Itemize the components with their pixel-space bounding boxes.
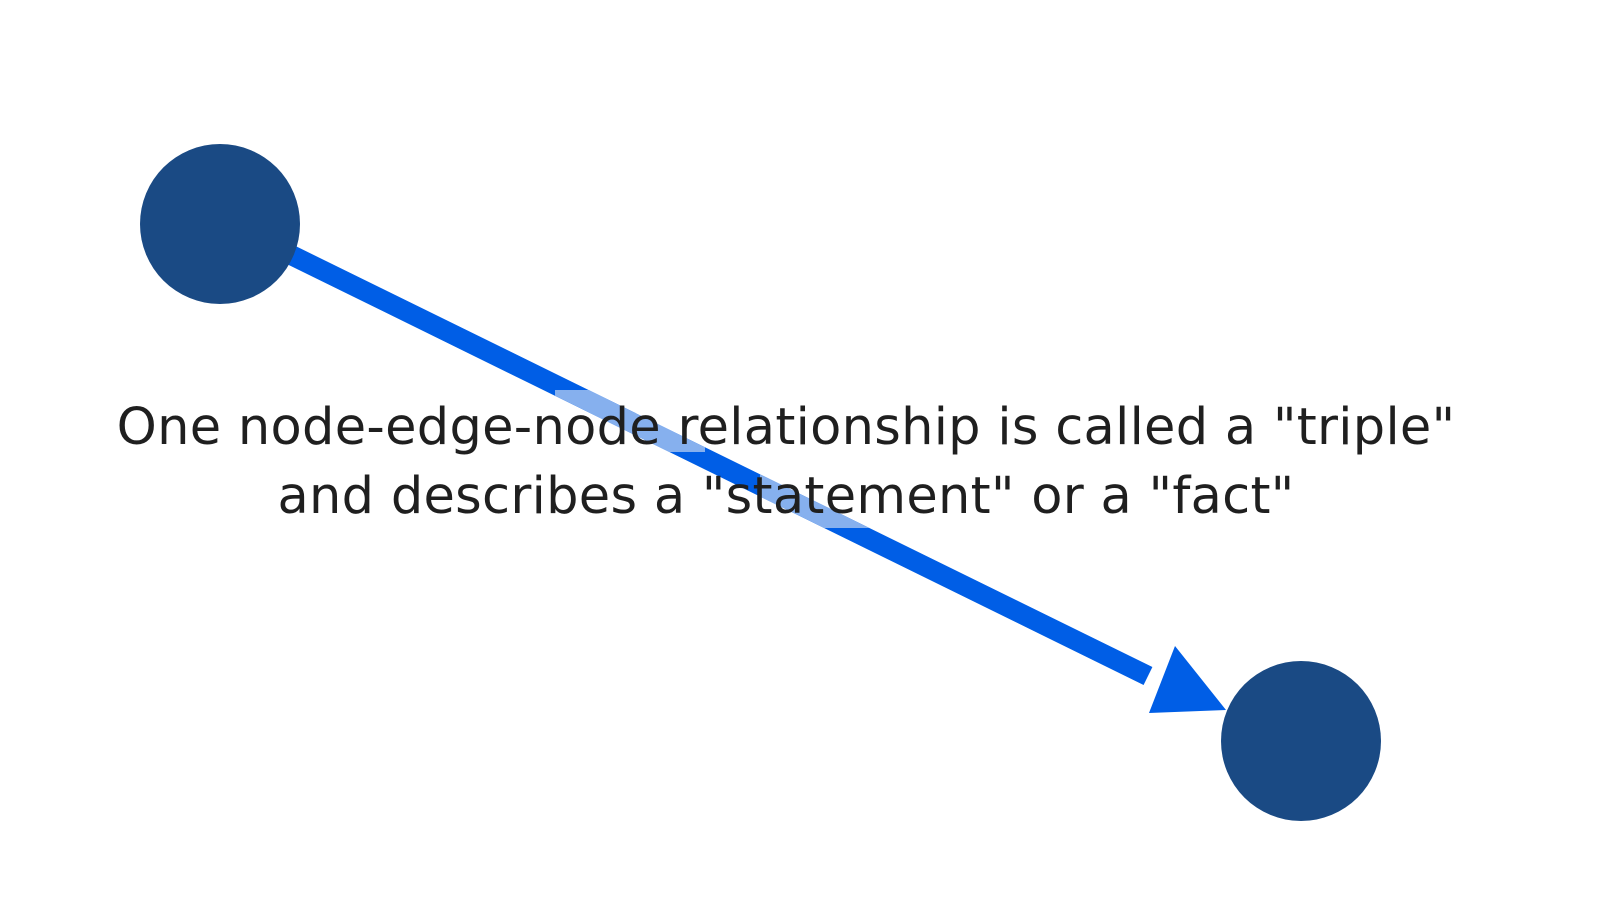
diagram-caption: One node-edge-node relationship is calle… xyxy=(0,393,1572,531)
subject-node xyxy=(140,144,300,304)
caption-line-1: One node-edge-node relationship is calle… xyxy=(116,398,1456,457)
caption-line-2: and describes a "statement" or a "fact" xyxy=(277,467,1295,526)
edge-arrowhead xyxy=(1149,646,1226,713)
edge-line xyxy=(280,243,1153,685)
object-node xyxy=(1221,661,1381,821)
